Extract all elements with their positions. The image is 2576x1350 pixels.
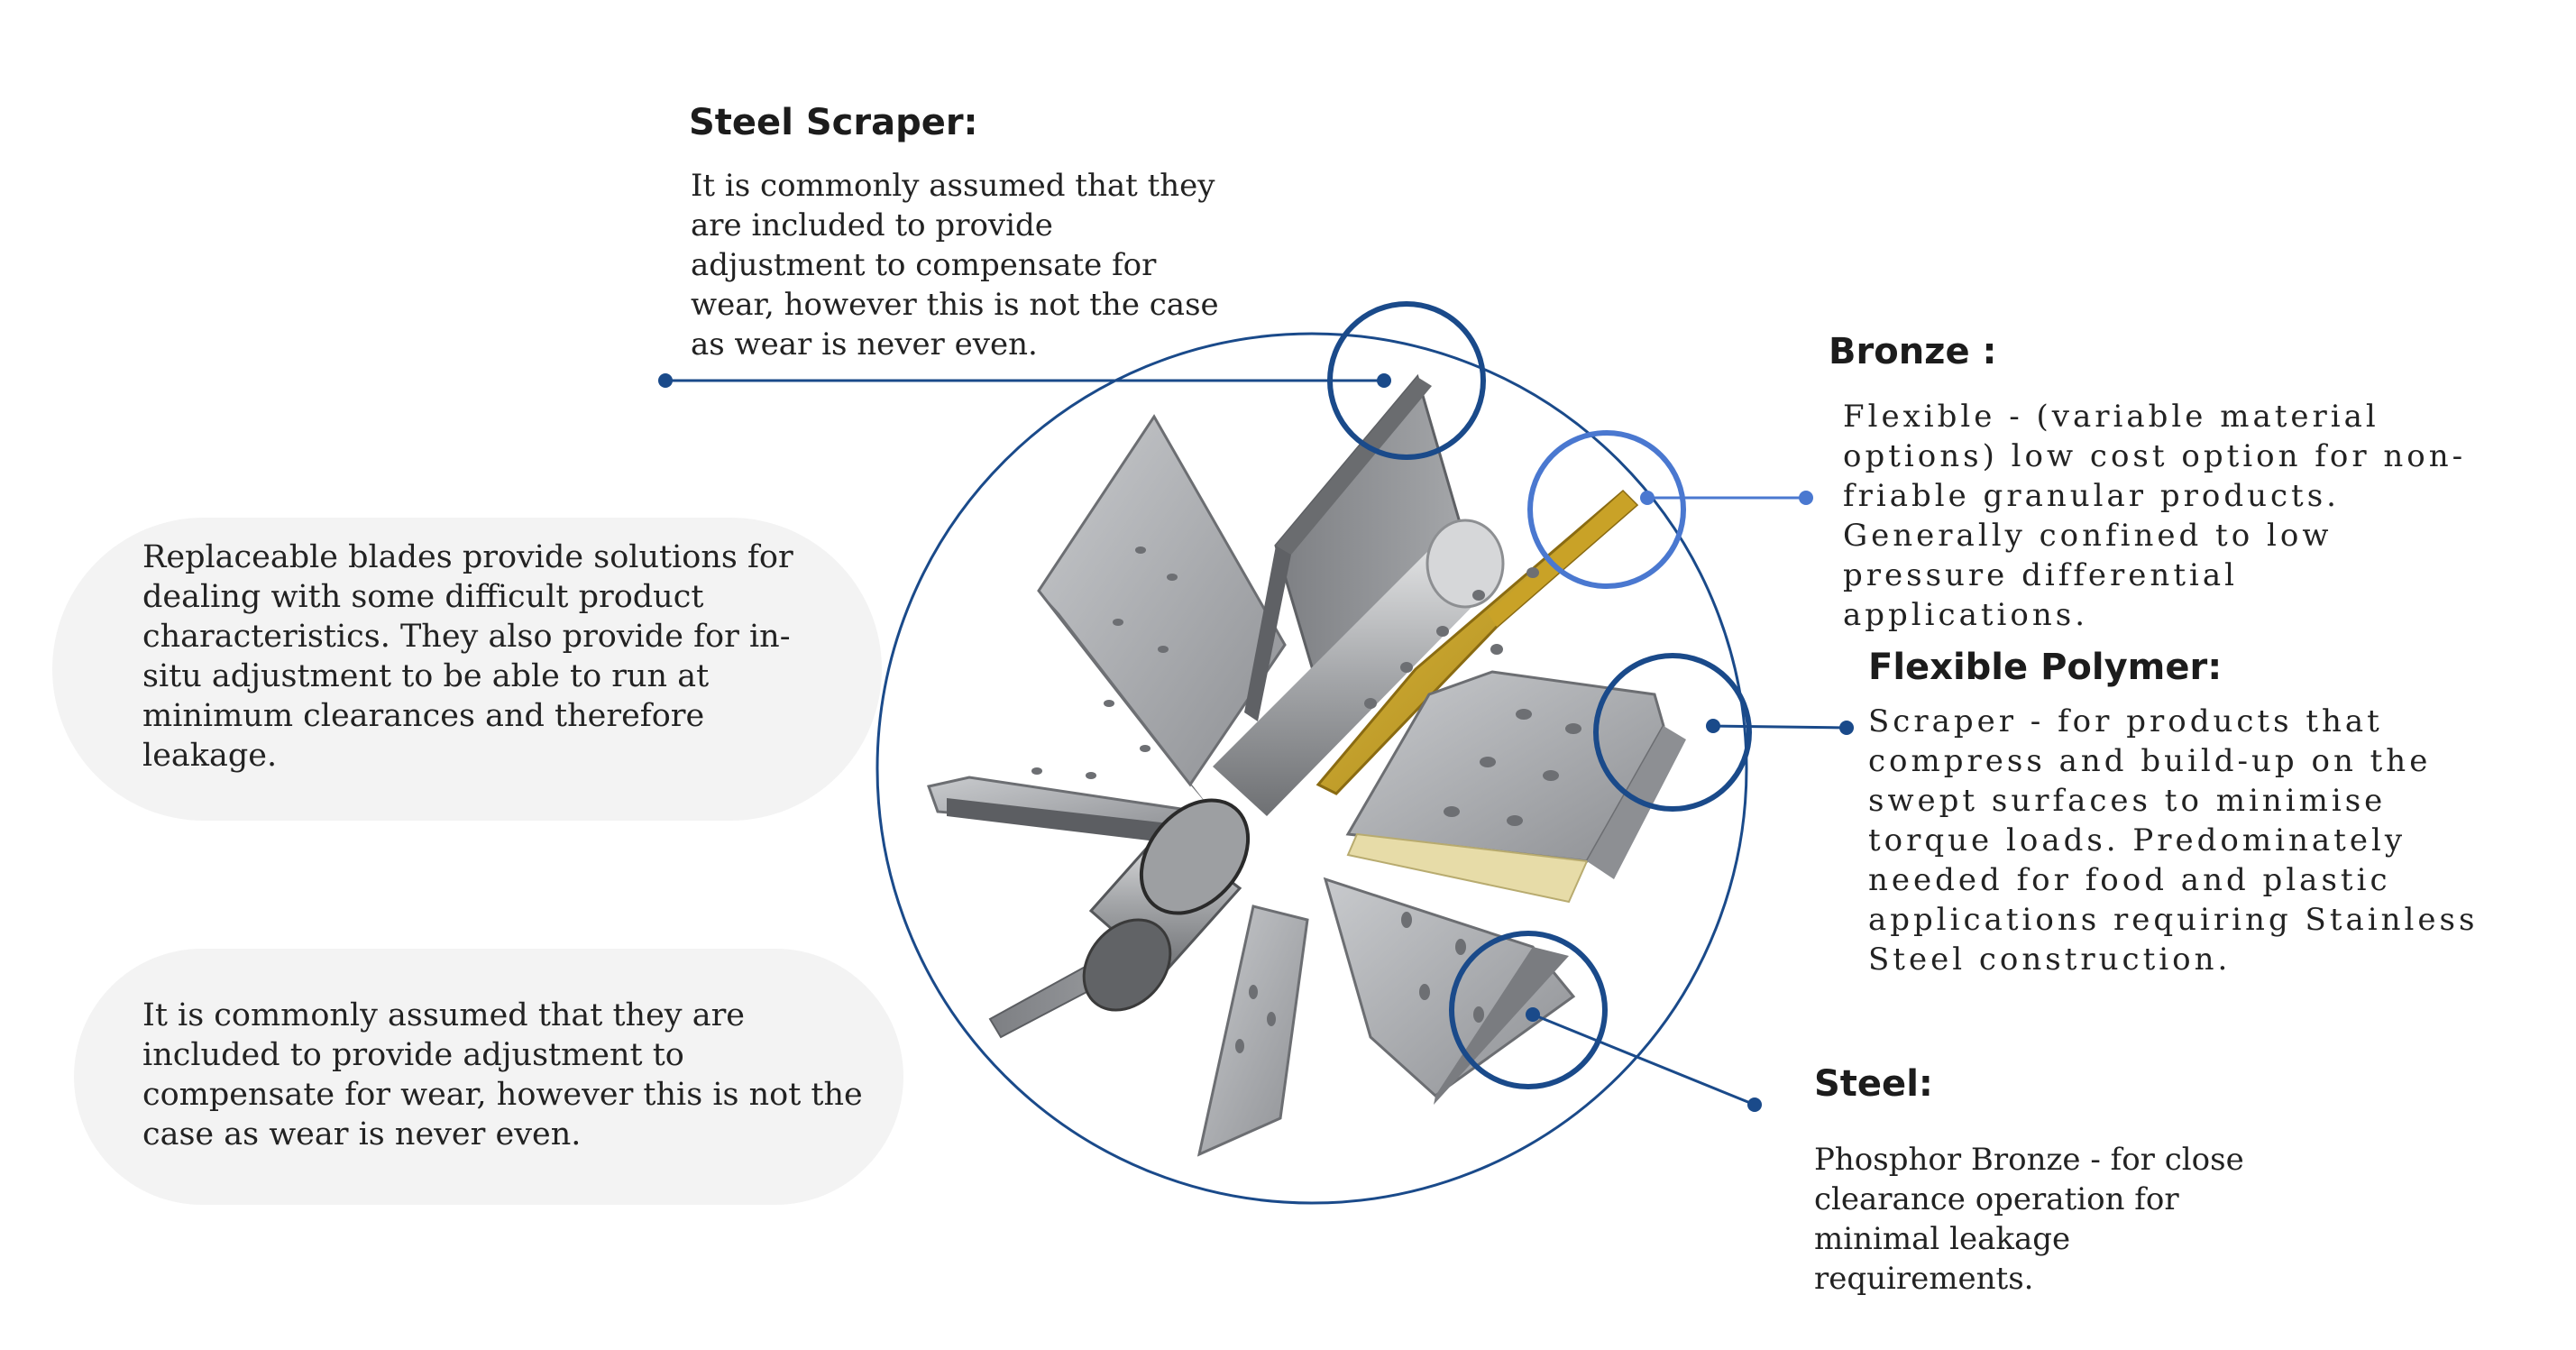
blade-steel-scraper bbox=[1244, 373, 1467, 721]
bronze-description: Flexible - (variable material options) l… bbox=[1843, 399, 2467, 633]
leader-dots bbox=[658, 373, 1854, 1112]
blade-upper-left bbox=[1037, 414, 1287, 808]
bronze-callout-circle bbox=[1527, 430, 1686, 589]
shaft-front bbox=[1082, 798, 1251, 1012]
steel-scraper-description: It is commonly assumed that they are inc… bbox=[691, 168, 1219, 363]
flexible-polymer-leader bbox=[1712, 724, 1847, 730]
steel-description: Phosphor Bronze - for close clearance op… bbox=[1814, 1142, 2244, 1297]
flexible-polymer-callout-circle bbox=[1593, 653, 1752, 812]
rotor-housing-ring bbox=[875, 332, 1748, 1205]
replaceable-blades-note: Replaceable blades provide solutions for… bbox=[52, 518, 882, 821]
adjustment-text: It is commonly assumed that they are inc… bbox=[142, 997, 863, 1153]
bronze-dot-left bbox=[1640, 491, 1655, 505]
rotor-shaft bbox=[1213, 519, 1505, 816]
steel-scraper-heading: Steel Scraper: bbox=[689, 102, 978, 143]
blade-steel bbox=[1323, 877, 1576, 1105]
steel-dot-left bbox=[1526, 1007, 1540, 1022]
flexible-polymer-description: Scraper - for products that compress and… bbox=[1868, 703, 2479, 978]
replaceable-blades-text: Replaceable blades provide solutions for… bbox=[142, 539, 793, 774]
blade-perforations bbox=[1031, 546, 1581, 1053]
flexible-polymer-heading: Flexible Polymer: bbox=[1868, 647, 2223, 688]
steel-dot-right bbox=[1747, 1097, 1762, 1112]
steel-leader bbox=[1532, 1013, 1756, 1107]
bronze-heading: Bronze : bbox=[1829, 331, 1997, 372]
steel-scraper-dot-left bbox=[658, 373, 673, 388]
bronze-dot-right bbox=[1799, 491, 1813, 505]
steel-heading: Steel: bbox=[1814, 1063, 1933, 1105]
flexible-polymer-dot-right bbox=[1839, 721, 1854, 735]
adjustment-note: It is commonly assumed that they are inc… bbox=[74, 949, 903, 1205]
steel-callout-circle bbox=[1449, 931, 1608, 1089]
flexible-polymer-dot-left bbox=[1706, 719, 1720, 733]
leader-lines bbox=[665, 379, 1847, 1107]
steel-scraper-dot-right bbox=[1377, 373, 1391, 388]
